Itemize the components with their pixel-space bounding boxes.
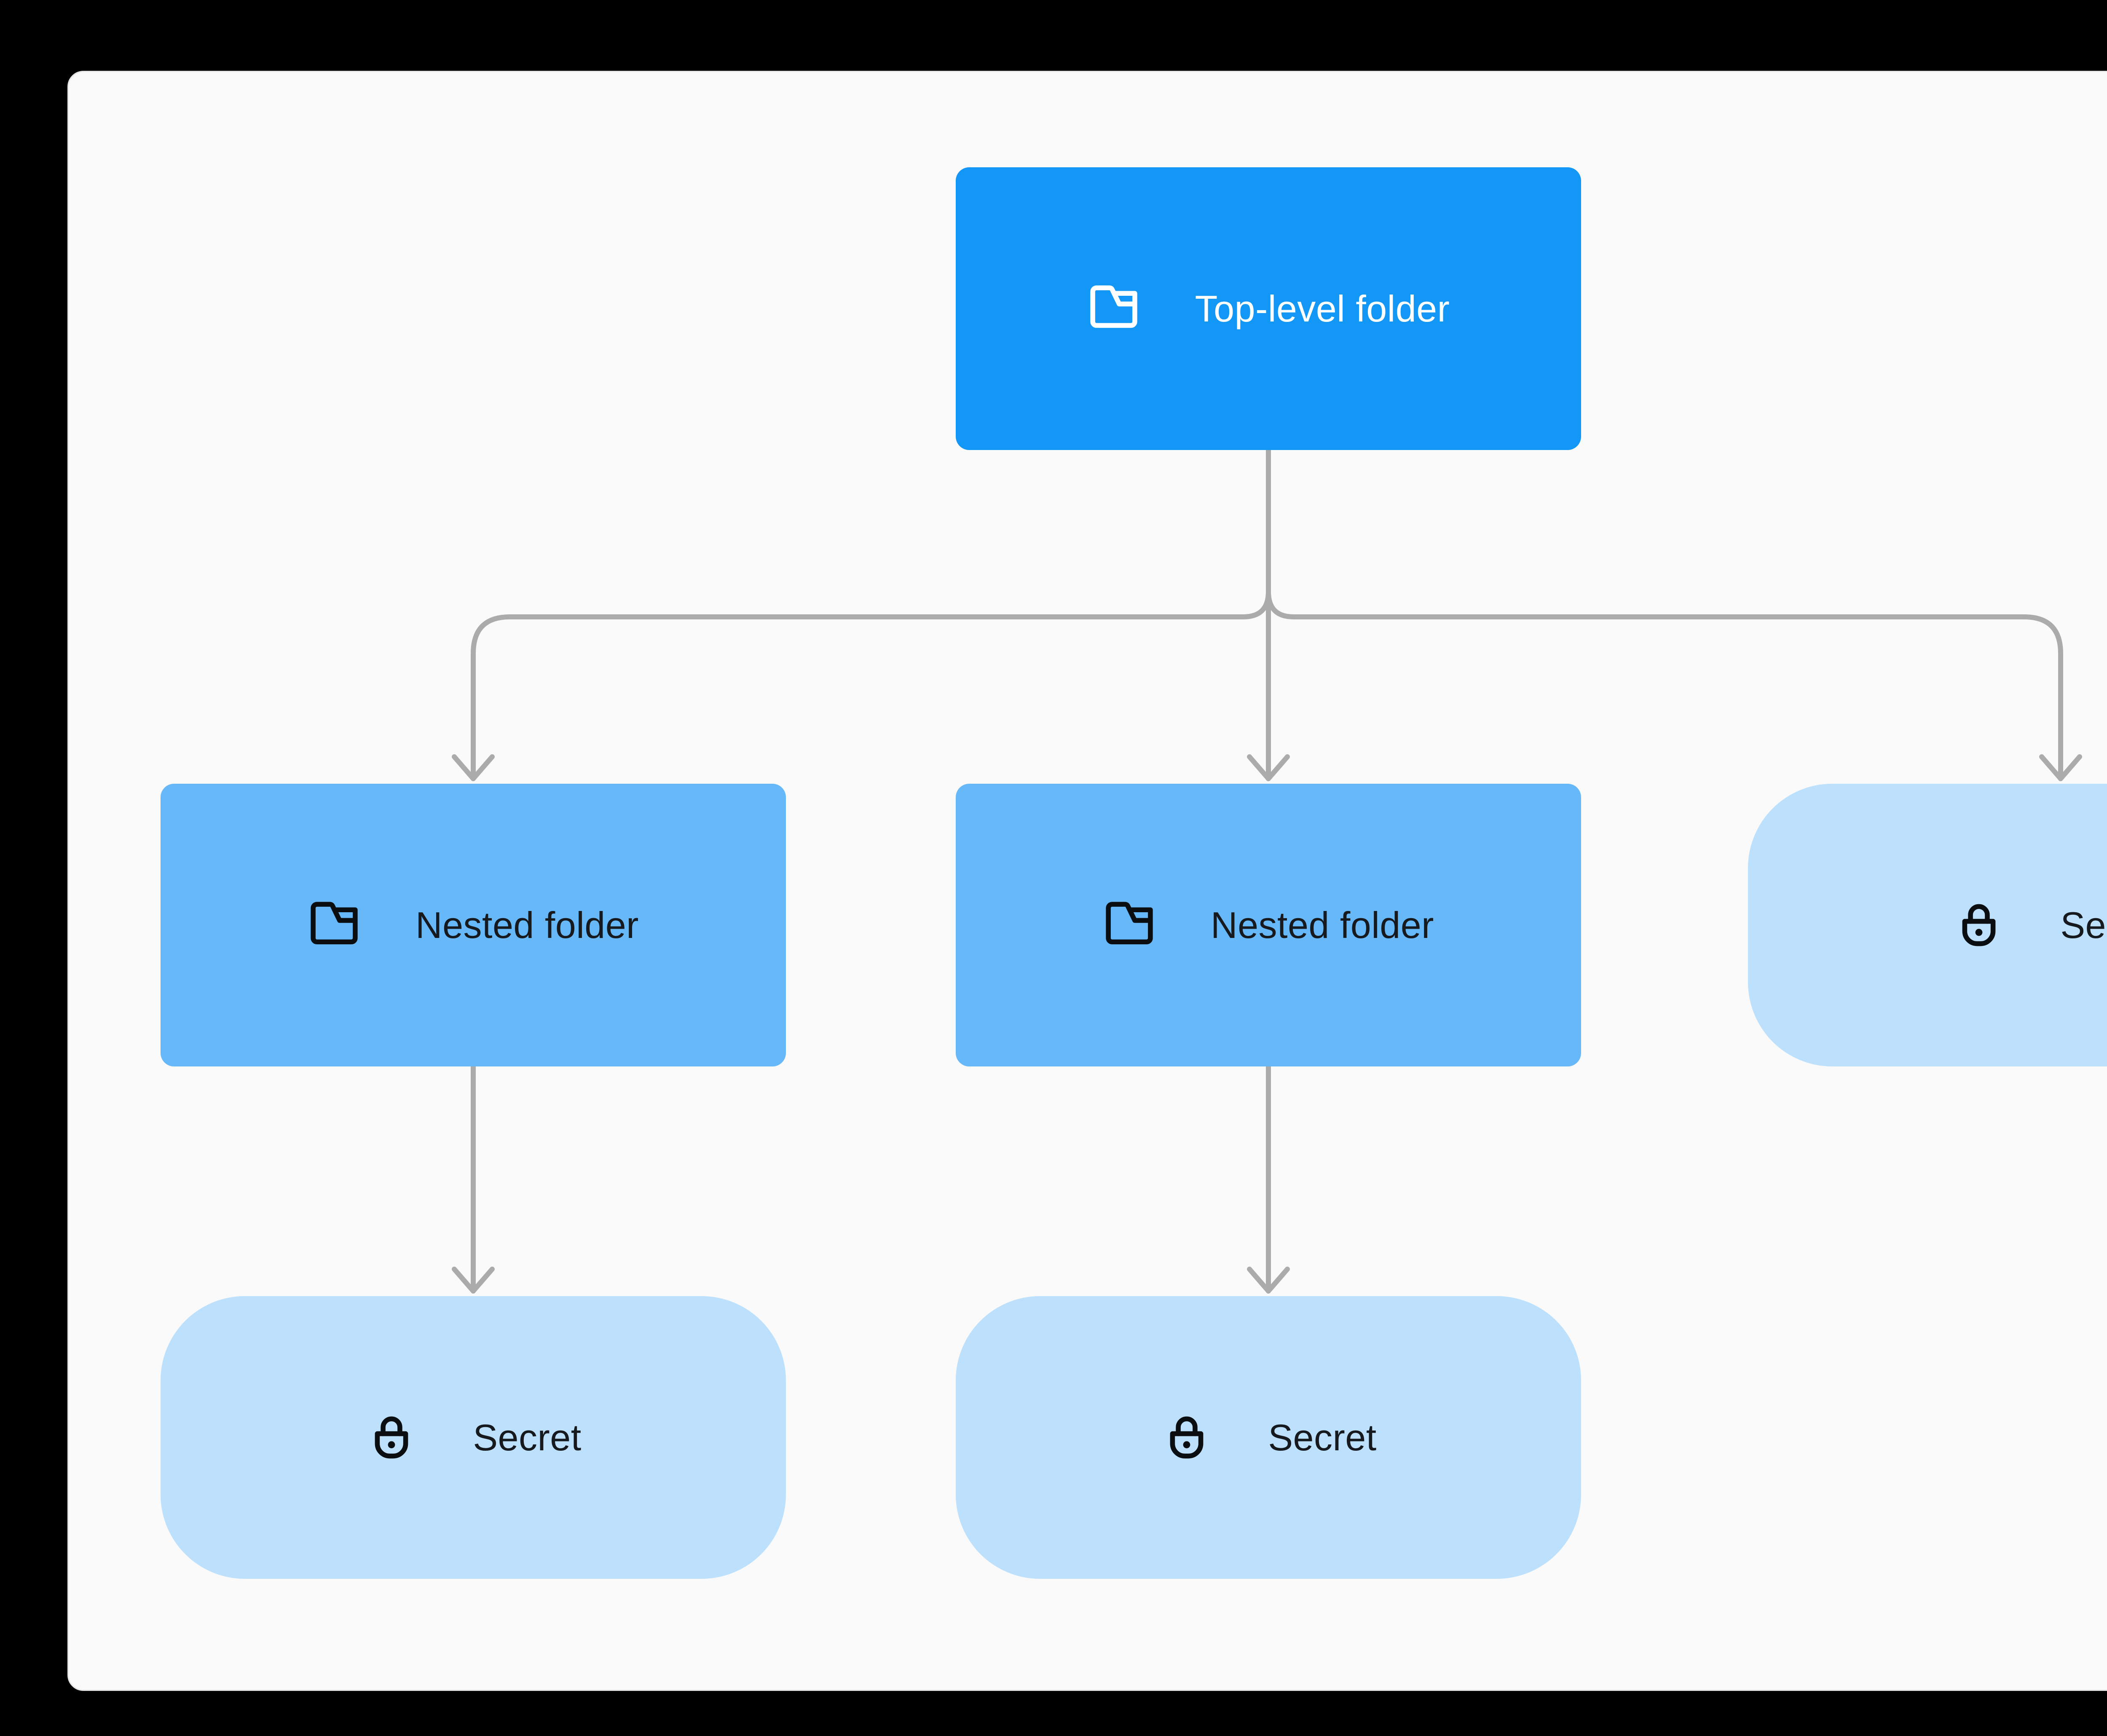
node-nested-folder-middle: Nested folder — [956, 784, 1581, 1066]
node-secret-bottom-left: Secret — [161, 1296, 786, 1579]
node-label: Top-level folder — [1195, 287, 1450, 330]
node-secret-bottom-middle: Secret — [956, 1296, 1581, 1579]
folder-icon — [1090, 285, 1137, 328]
node-label: Nested folder — [416, 904, 639, 946]
lock-icon — [375, 1416, 408, 1458]
lock-icon — [1962, 904, 1996, 946]
node-nested-folder-left: Nested folder — [161, 784, 786, 1066]
node-secret-right: Secret — [1748, 784, 2107, 1066]
node-label: Secret — [2060, 904, 2107, 946]
lock-icon — [1170, 1416, 1204, 1458]
node-label: Secret — [473, 1416, 582, 1458]
node-label: Nested folder — [1211, 904, 1434, 946]
folder-icon — [311, 901, 358, 944]
node-top-level-folder: Top-level folder — [956, 167, 1581, 450]
folder-icon — [1106, 901, 1153, 944]
node-label: Secret — [1268, 1416, 1377, 1458]
